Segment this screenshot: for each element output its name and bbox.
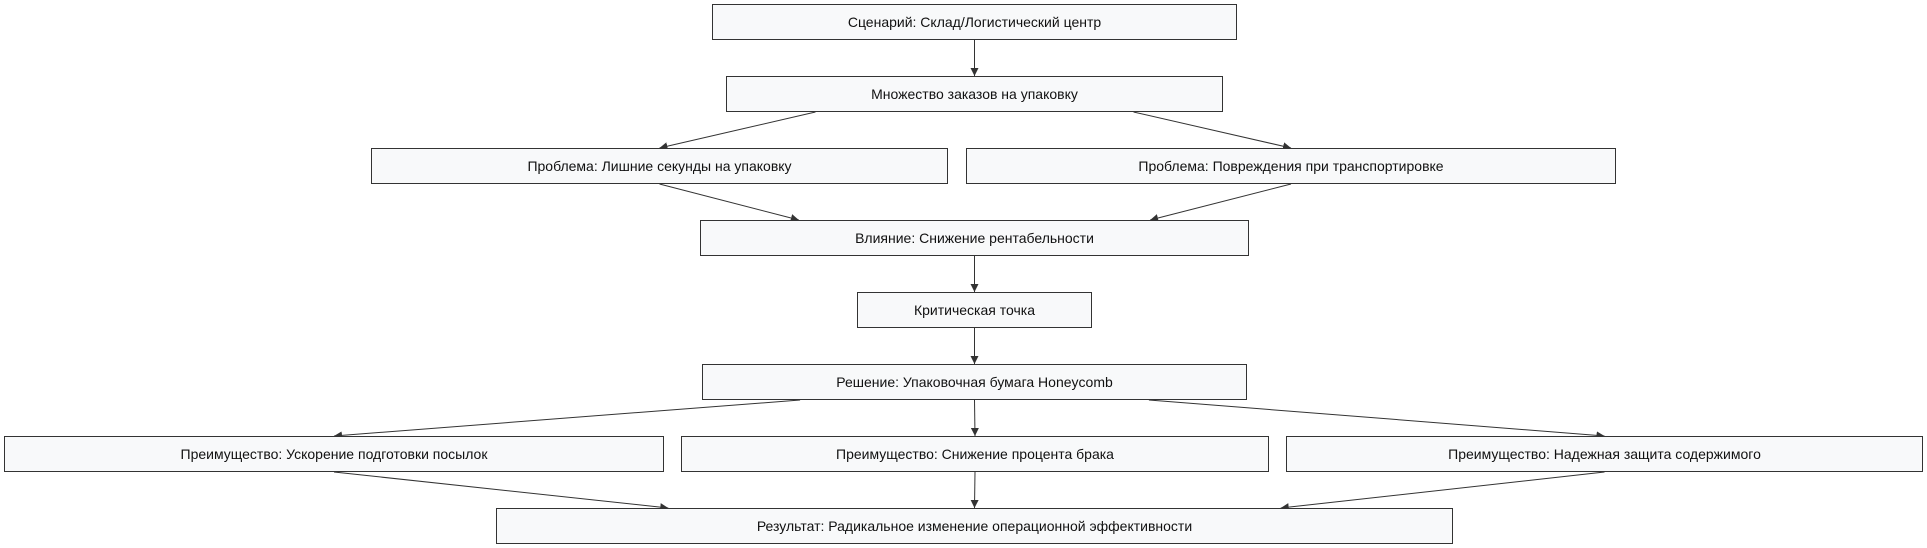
node-orders-label: Множество заказов на упаковку: [871, 86, 1078, 102]
node-benefit-protection: Преимущество: Надежная защита содержимог…: [1286, 436, 1923, 472]
node-critical-point: Критическая точка: [857, 292, 1092, 328]
edge-solution-to-benefit_defects: [970, 399, 979, 437]
edge-benefit_defects-to-result: [970, 471, 979, 509]
edge-problem_damage-to-impact: [1150, 183, 1292, 222]
node-scenario-label: Сценарий: Склад/Логистический центр: [847, 14, 1102, 30]
node-benefit-defects-label: Преимущество: Снижение процента брака: [836, 446, 1114, 462]
node-result: Результат: Радикальное изменение операци…: [496, 508, 1453, 544]
node-orders: Множество заказов на упаковку: [726, 76, 1223, 112]
node-critical-point-label: Критическая точка: [913, 302, 1035, 318]
node-benefit-protection-label: Преимущество: Надежная защита содержимог…: [1448, 446, 1761, 462]
node-scenario: Сценарий: Склад/Логистический центр: [712, 4, 1237, 40]
node-problem-time-label: Проблема: Лишние секунды на упаковку: [527, 158, 792, 174]
node-solution-label: Решение: Упаковочная бумага Honeycomb: [836, 374, 1113, 390]
edge-benefit_protection-to-result: [1280, 471, 1605, 512]
node-benefit-speed: Преимущество: Ускорение подготовки посыл…: [4, 436, 664, 472]
node-benefit-defects: Преимущество: Снижение процента брака: [681, 436, 1269, 472]
edge-orders-to-problem_time: [659, 111, 816, 151]
node-benefit-speed-label: Преимущество: Ускорение подготовки посыл…: [180, 446, 488, 462]
node-impact: Влияние: Снижение рентабельности: [700, 220, 1249, 256]
node-solution: Решение: Упаковочная бумага Honeycomb: [702, 364, 1247, 400]
node-result-label: Результат: Радикальное изменение операци…: [756, 518, 1193, 534]
edge-benefit_speed-to-result: [333, 471, 669, 512]
edge-solution-to-benefit_speed: [333, 399, 801, 440]
node-impact-label: Влияние: Снижение рентабельности: [855, 230, 1094, 246]
node-problem-damage-label: Проблема: Повреждения при транспортировк…: [1138, 158, 1444, 174]
edge-solution-to-benefit_protection: [1148, 399, 1605, 440]
node-problem-time: Проблема: Лишние секунды на упаковку: [371, 148, 948, 184]
node-problem-damage: Проблема: Повреждения при транспортировк…: [966, 148, 1616, 184]
edge-orders-to-problem_damage: [1133, 111, 1292, 151]
edge-problem_time-to-impact: [659, 183, 799, 222]
